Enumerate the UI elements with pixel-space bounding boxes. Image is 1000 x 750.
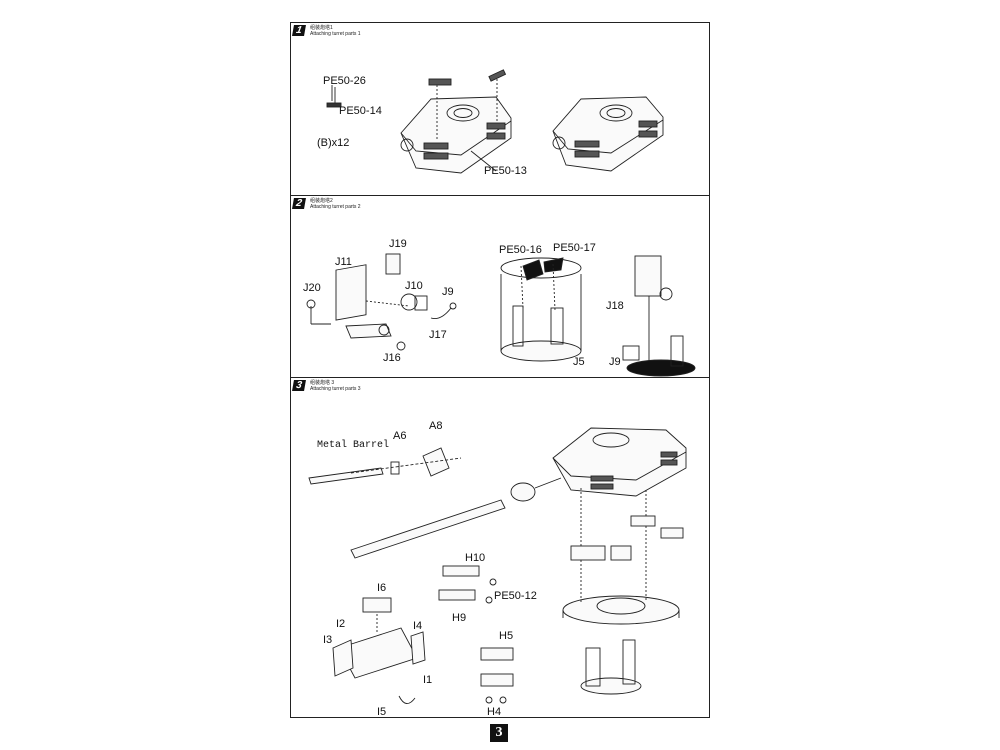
- label-pe50-16: PE50-16: [499, 244, 542, 256]
- label-j9: J9: [442, 286, 454, 298]
- label-i5: I5: [377, 706, 387, 718]
- step-3-panel: 3 组装炮塔 3 Attaching turret parts 3: [291, 377, 709, 719]
- step-3-caption: 组装炮塔 3 Attaching turret parts 3: [310, 380, 361, 392]
- label-pe50-14: PE50-14: [339, 105, 382, 117]
- label-i2: I2: [336, 618, 346, 630]
- step-3-caption-cn: 组装炮塔 3: [310, 380, 335, 386]
- label-i4: I4: [413, 620, 423, 632]
- label-j9-right: J9: [609, 356, 621, 368]
- step-1-caption: 组装炮塔1 Attaching turret parts 1: [310, 25, 361, 37]
- step-3-caption-en: Attaching turret parts 3: [310, 386, 361, 392]
- label-a6: A6: [393, 430, 407, 442]
- step-1-drawing: [326, 69, 664, 174]
- label-j18: J18: [606, 300, 624, 312]
- step-2-caption-cn: 组装炮塔2: [310, 198, 333, 204]
- label-i3: I3: [323, 634, 333, 646]
- label-pe50-17: PE50-17: [553, 242, 596, 254]
- label-j20: J20: [303, 282, 321, 294]
- label-h4: H4: [487, 706, 502, 718]
- step-2-panel: 2 组装炮塔2 Attaching turret parts 2: [291, 195, 709, 377]
- label-h10: H10: [465, 552, 486, 564]
- step-2-drawing: [306, 253, 696, 377]
- label-j19: J19: [389, 238, 407, 250]
- label-i6: I6: [377, 582, 387, 594]
- label-metal-barrel: Metal Barrel: [317, 440, 390, 451]
- label-b-x12: (B)x12: [317, 137, 350, 149]
- label-h9: H9: [452, 612, 467, 624]
- label-pe50-12: PE50-12: [494, 590, 537, 602]
- page-number: 3: [490, 724, 508, 742]
- label-j10: J10: [405, 280, 423, 292]
- label-pe50-26: PE50-26: [323, 75, 366, 87]
- step-2-caption-en: Attaching turret parts 2: [310, 204, 361, 210]
- step-1-panel: 1 组装炮塔1 Attaching turret parts 1: [291, 23, 709, 195]
- step-1-caption-en: Attaching turret parts 1: [310, 31, 361, 37]
- label-h5: H5: [499, 630, 514, 642]
- label-i1: I1: [423, 674, 433, 686]
- step-3-drawing: [308, 427, 687, 704]
- instruction-sheet: 1 组装炮塔1 Attaching turret parts 1: [290, 22, 710, 718]
- label-j17: J17: [429, 329, 447, 341]
- step-1-caption-cn: 组装炮塔1: [310, 25, 333, 31]
- label-j16: J16: [383, 352, 401, 364]
- label-a8: A8: [429, 420, 443, 432]
- step-2-caption: 组装炮塔2 Attaching turret parts 2: [310, 198, 361, 210]
- label-pe50-13: PE50-13: [484, 165, 527, 177]
- label-j5: J5: [573, 356, 585, 368]
- label-j11: J11: [335, 256, 352, 268]
